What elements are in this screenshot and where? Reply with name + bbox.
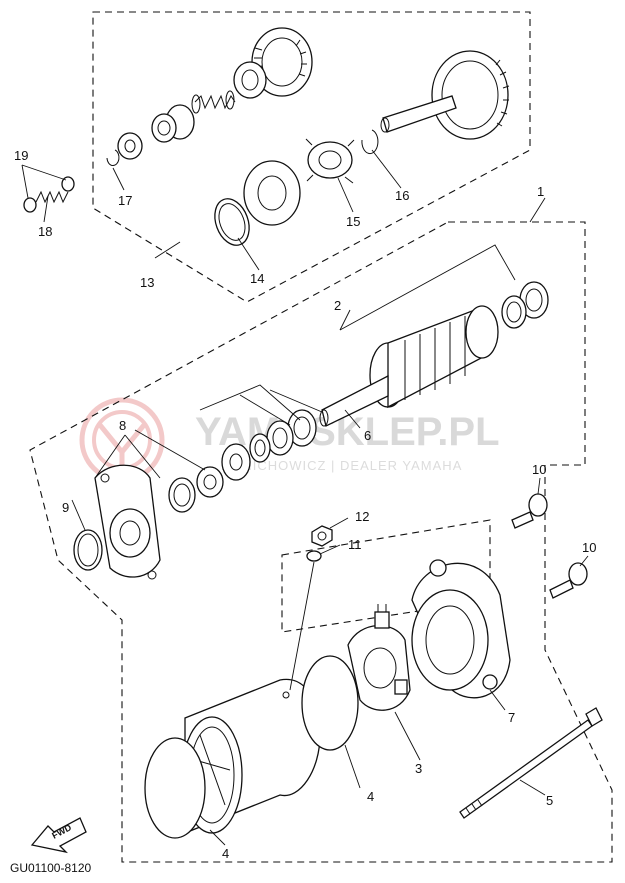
callout-16: 16 bbox=[395, 188, 409, 203]
callout-10a: 10 bbox=[532, 462, 546, 477]
callout-13: 13 bbox=[140, 275, 154, 290]
part-16-circlip bbox=[361, 129, 379, 155]
callout-17: 17 bbox=[118, 193, 132, 208]
part-11-washer bbox=[306, 550, 322, 562]
part-end-washer-right bbox=[501, 281, 549, 329]
callout-5: 5 bbox=[546, 793, 553, 808]
part-drive-gear-large bbox=[233, 27, 313, 99]
group-13-outline bbox=[92, 11, 531, 303]
part-18-19-spring-set bbox=[23, 176, 75, 213]
callout-1: 1 bbox=[537, 184, 544, 199]
part-9-o-ring bbox=[73, 529, 103, 571]
part-12-nut bbox=[311, 525, 333, 547]
part-17-circlip bbox=[106, 149, 120, 167]
diagram-code: GU01100-8120 bbox=[10, 861, 91, 875]
part-4-o-ring-right bbox=[301, 655, 359, 751]
callout-6: 6 bbox=[364, 428, 371, 443]
callout-4a: 4 bbox=[367, 789, 374, 804]
callout-19: 19 bbox=[14, 148, 28, 163]
callout-11: 11 bbox=[348, 537, 362, 552]
part-3-brush-holder bbox=[347, 604, 411, 711]
callout-15: 15 bbox=[346, 214, 360, 229]
callout-7: 7 bbox=[508, 710, 515, 725]
part-5-through-bolt bbox=[459, 707, 603, 819]
part-collar bbox=[151, 104, 195, 143]
callout-8: 8 bbox=[119, 418, 126, 433]
callout-2: 2 bbox=[334, 298, 341, 313]
part-front-cover bbox=[94, 464, 161, 580]
callout-14: 14 bbox=[250, 271, 264, 286]
part-8-bearing bbox=[168, 466, 224, 513]
part-14-snap-ring bbox=[214, 198, 250, 246]
watermark: YAMASKLEP.PL A. MICHOWICZ | DEALER YAMAH… bbox=[79, 397, 500, 483]
watermark-title: YAMASKLEP.PL bbox=[195, 410, 500, 454]
callout-12: 12 bbox=[355, 509, 369, 524]
fwd-arrow-icon: FWD bbox=[30, 817, 87, 854]
callout-9: 9 bbox=[62, 500, 69, 515]
callout-4b: 4 bbox=[222, 846, 229, 861]
part-2-armature bbox=[319, 305, 499, 427]
watermark-subtitle: A. MICHOWICZ | DEALER YAMAHA bbox=[222, 458, 462, 473]
part-6-washer-stack bbox=[221, 409, 317, 481]
callout-10b: 10 bbox=[582, 540, 596, 555]
callout-18: 18 bbox=[38, 224, 52, 239]
leader-lines bbox=[21, 149, 589, 846]
part-10-bolt-upper bbox=[511, 493, 548, 529]
part-small-washer bbox=[117, 132, 143, 160]
part-clutch-housing bbox=[380, 50, 510, 140]
part-bearing-ring bbox=[243, 160, 301, 226]
part-4-o-ring-left bbox=[144, 737, 206, 839]
callouts: 1 2 3 4 4 5 6 7 8 9 10 10 11 12 13 14 15… bbox=[14, 148, 596, 861]
part-15-bracket bbox=[305, 138, 355, 184]
part-10-bolt-lower bbox=[549, 562, 588, 599]
part-7-rear-cover bbox=[411, 559, 511, 699]
callout-3: 3 bbox=[415, 761, 422, 776]
part-spring bbox=[191, 90, 236, 114]
group-1-outline bbox=[29, 221, 613, 863]
